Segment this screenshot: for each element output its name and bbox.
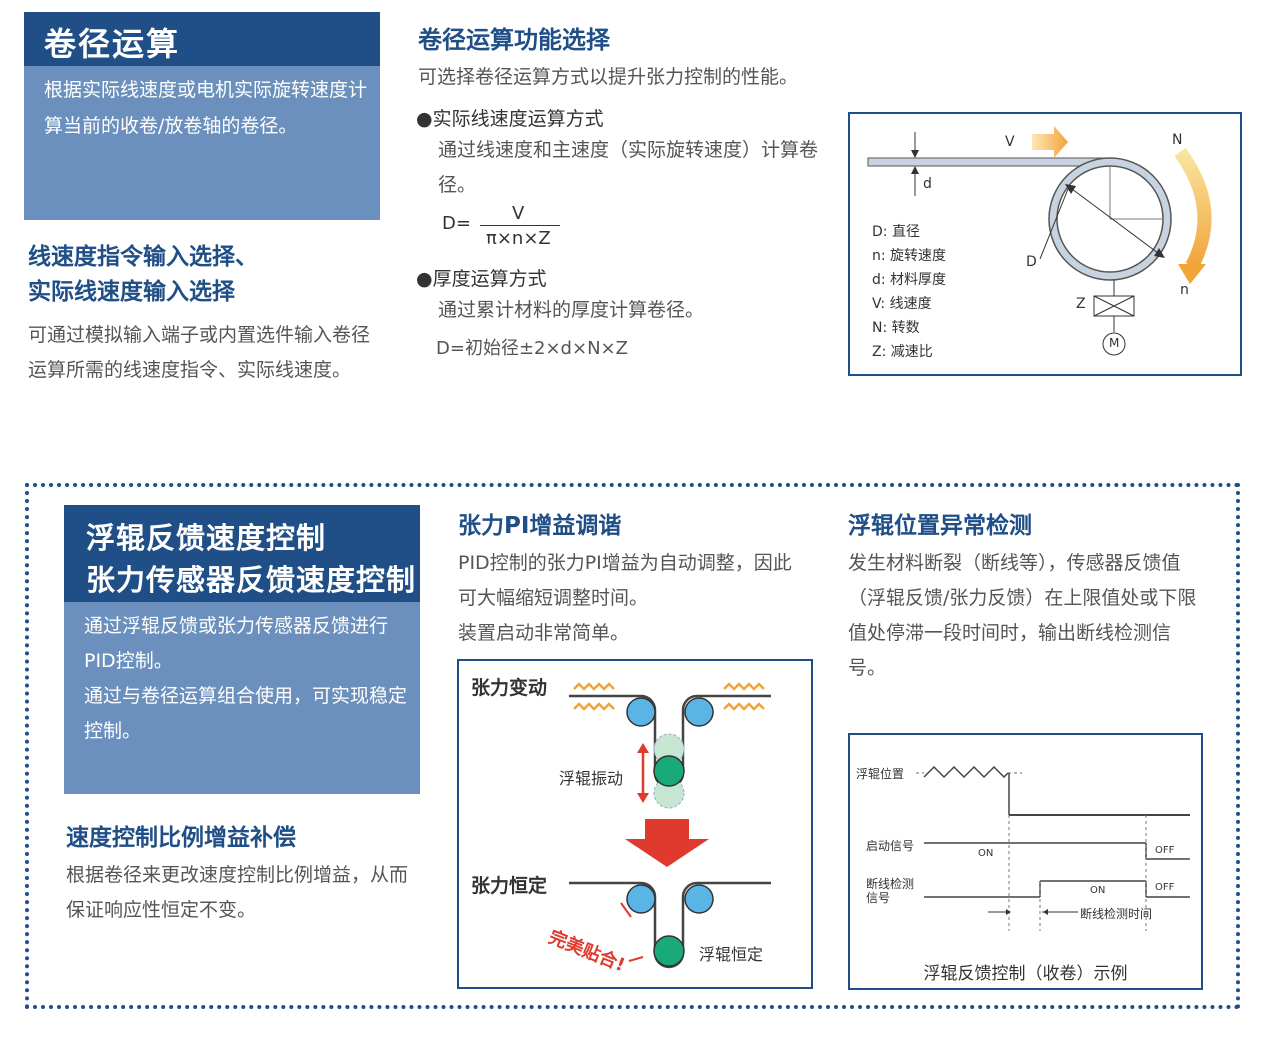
formula-lhs: D=	[442, 213, 471, 234]
legend-item: d: 材料厚度	[872, 272, 947, 288]
line-speed-input-title: 线速度指令输入选择、 实际线速度输入选择	[28, 240, 258, 310]
speed-gain-comp-title: 速度控制比例增益补偿	[66, 825, 296, 851]
feedback-desc-1: 通过浮辊反馈或张力传感器反馈进行PID控制。	[84, 615, 389, 672]
tension-wave	[723, 702, 765, 711]
feedback-speed-control-desc-box: 通过浮辊反馈或张力传感器反馈进行PID控制。 通过与卷径运算组合使用，可实现稳定…	[64, 602, 420, 794]
feedback-speed-control-title-box: 浮辊反馈速度控制 张力传感器反馈速度控制	[64, 505, 420, 602]
diagram1-legend: D: 直径 n: 旋转速度 d: 材料厚度 V: 线速度 N: 转数 Z: 减速…	[872, 220, 946, 364]
tension-wave	[723, 682, 765, 691]
section-title-text: 卷径运算	[44, 25, 181, 63]
timing-diagram-svg	[916, 765, 1190, 931]
on-label: ON	[978, 848, 994, 859]
method-actual-speed-title: ●实际线速度运算方式	[416, 108, 604, 130]
dancer-abnormal-desc: 发生材料断裂（断线等），传感器反馈值（浮辊反馈/张力反馈）在上限值处或下限值处停…	[848, 552, 1197, 679]
tension-pi-desc-line: PID控制的张力PI增益为自动调整，因此	[458, 552, 792, 574]
diameter-func-select-title: 卷径运算功能选择	[418, 26, 610, 54]
timing-break-label-line: 信号	[866, 891, 891, 905]
diameter-diagram-svg	[867, 126, 1212, 356]
tension-wave	[573, 702, 615, 711]
dancer-steady-label: 浮辊恒定	[699, 945, 764, 964]
tension-vary-label: 张力变动	[471, 677, 548, 699]
detect-time-label: 断线检测时间	[1080, 907, 1153, 921]
diameter-calc-desc-box: 根据实际线速度或电机实际旋转速度计算当前的收卷/放卷轴的卷径。	[24, 66, 380, 220]
legend-item: D: 直径	[872, 224, 920, 240]
guide-roller	[684, 884, 714, 914]
line-speed-input-desc: 可通过模拟输入端子或内置选件输入卷径运算所需的线速度指令、实际线速度。	[28, 324, 371, 381]
method-thickness-formula: D=初始径±2×d×N×Z	[436, 338, 628, 359]
tension-steady-label: 张力恒定	[471, 875, 548, 897]
off-label: OFF	[1155, 882, 1175, 893]
tension-pi-desc-line: 装置启动非常简单。	[458, 622, 630, 644]
diameter-line	[1067, 185, 1163, 257]
v-direction-arrow	[1032, 126, 1068, 158]
diameter-diagram: V N n d D Z M D: 直径 n: 旋转速度 d: 材料厚度 V: 线…	[848, 112, 1242, 376]
dancer-vibrate-label: 浮辊振动	[559, 769, 624, 788]
tension-pi-desc: PID控制的张力PI增益为自动调整，因此 可大幅缩短调整时间。 装置启动非常简单…	[458, 546, 792, 651]
legend-item: V: 线速度	[872, 296, 932, 312]
line-speed-title-line2: 实际线速度输入选择	[28, 279, 235, 305]
tension-pi-desc-line: 可大幅缩短调整时间。	[458, 587, 649, 609]
web-path-steady	[569, 881, 771, 969]
timing-dancer-pos-label: 浮辊位置	[856, 767, 905, 781]
label-v: V	[1005, 134, 1015, 150]
method-thickness-desc: 通过累计材料的厚度计算卷径。	[438, 299, 705, 321]
dancer-position-wave	[923, 765, 1009, 779]
formula-fraction-bar	[480, 225, 560, 226]
dancer-abnormal-title: 浮辊位置异常检测	[848, 513, 1032, 539]
timing-caption: 浮辊反馈控制（收卷）示例	[923, 964, 1128, 984]
legend-item: Z: 减速比	[872, 344, 933, 360]
dotted-frame	[25, 483, 1240, 1009]
on-label: ON	[1090, 885, 1106, 896]
guide-roller	[626, 884, 656, 914]
feedback-title-line2: 张力传感器反馈速度控制	[86, 563, 417, 597]
label-D: D	[1026, 254, 1037, 270]
label-M: M	[1109, 336, 1120, 350]
dancer-ghost	[653, 733, 685, 765]
legend-item: n: 旋转速度	[872, 248, 947, 264]
timing-break-label-line: 断线检测	[866, 877, 915, 891]
legend-item: N: 转数	[872, 320, 920, 336]
formula-actual-speed: D= V π×n×Z	[442, 203, 572, 250]
label-Z: Z	[1076, 296, 1086, 312]
line-speed-title-line1: 线速度指令输入选择、	[28, 244, 258, 270]
section-title-diameter-calc: 卷径运算	[24, 12, 380, 66]
method-thickness-title: ●厚度运算方式	[416, 268, 547, 290]
tension-diagram-svg	[569, 682, 771, 969]
guide-roller	[626, 697, 656, 727]
label-n: n	[1180, 282, 1189, 298]
off-label: OFF	[1155, 845, 1175, 856]
label-d: d	[923, 176, 932, 192]
down-arrow	[625, 819, 709, 867]
feedback-desc-2: 通过与卷径运算组合使用，可实现稳定控制。	[84, 685, 408, 742]
material-strip	[867, 157, 1114, 167]
formula-numerator: V	[512, 203, 525, 224]
dancer-roller-steady	[653, 935, 685, 967]
tension-diagram: 张力变动 浮辊振动 张力恒定 完美贴合! 浮辊恒定	[457, 659, 813, 989]
diameter-calc-desc: 根据实际线速度或电机实际旋转速度计算当前的收卷/放卷轴的卷径。	[44, 79, 368, 137]
dancer-roller	[653, 755, 685, 787]
timing-break-label: 断线检测 信号	[866, 877, 914, 905]
method-actual-speed-desc: 通过线速度和主速度（实际旋转速度）计算卷径。	[438, 139, 819, 196]
feedback-title-line1: 浮辊反馈速度控制	[86, 521, 327, 555]
timing-start-label: 启动信号	[866, 839, 915, 853]
motor-circle	[1102, 332, 1126, 356]
tension-wave	[573, 682, 615, 691]
formula-denominator: π×n×Z	[486, 228, 551, 249]
rotation-arrow	[1174, 147, 1212, 270]
guide-roller	[684, 697, 714, 727]
label-N: N	[1172, 132, 1183, 148]
diameter-func-select-intro: 可选择卷径运算方式以提升张力控制的性能。	[418, 66, 799, 88]
timing-diagram: 浮辊位置 启动信号 断线检测 信号 ON OFF ON OFF 断线检测时间 浮…	[848, 733, 1203, 990]
speed-gain-comp-desc: 根据卷径来更改速度控制比例增益，从而保证响应性恒定不变。	[66, 864, 409, 921]
tension-pi-title: 张力PI增益调谐	[458, 513, 622, 539]
